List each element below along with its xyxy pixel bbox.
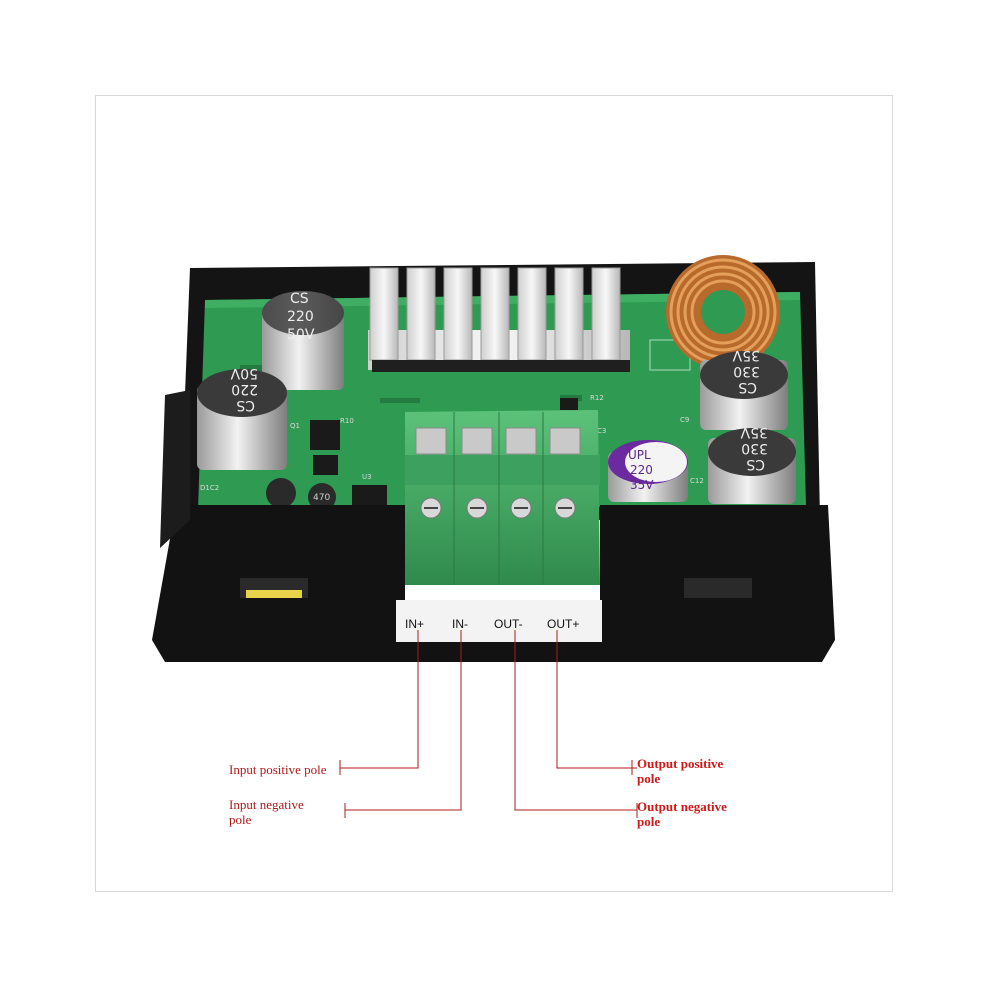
capacitor-cs-330-35v-upper: CS 330 35V [700,347,788,430]
toroid-inductor [666,255,780,369]
heat-sink [368,267,630,372]
ic-chip [560,398,578,410]
svg-text:330: 330 [733,363,760,379]
svg-text:35V: 35V [630,478,654,492]
svg-text:50V: 50V [287,327,315,343]
capacitor-cs-330-35v-lower: CS 330 35V [708,424,796,504]
svg-text:UPL: UPL [628,448,651,462]
svg-text:220: 220 [231,381,258,397]
capacitor-cs-220-50v-left: CS 220 50V [197,365,287,470]
svg-text:CS: CS [746,456,765,472]
terminal-label-in-plus: IN+ [405,617,425,631]
svg-text:R10: R10 [340,417,354,425]
case-clip-right [684,578,752,598]
svg-text:U3: U3 [362,473,372,481]
terminal-label-in-minus: IN- [452,617,468,631]
terminal-label-out-minus: OUT- [494,617,523,631]
svg-text:R12: R12 [590,394,604,402]
svg-text:330: 330 [741,440,768,456]
terminal-label-strip [396,600,602,642]
terminal-label-out-plus: OUT+ [547,617,580,631]
svg-text:220: 220 [287,309,314,325]
screw-terminal-block [405,410,600,585]
svg-text:CS: CS [236,397,255,413]
svg-text:D1C2: D1C2 [200,484,219,492]
inductor-marking: 470 [313,493,330,503]
svg-text:Q1: Q1 [290,422,300,430]
svg-text:CS: CS [290,291,309,307]
ic-chip [313,455,338,475]
image-frame [95,95,893,892]
case-front [152,505,835,662]
svg-text:35V: 35V [740,424,768,440]
svg-text:50V: 50V [230,365,258,381]
svg-text:C9: C9 [680,416,689,424]
svg-text:220: 220 [630,463,653,477]
svg-text:35V: 35V [732,347,760,363]
ic-chip [352,485,387,507]
svg-text:C12: C12 [690,477,704,485]
svg-text:CS: CS [738,379,757,395]
smd-inductor [308,483,336,511]
label-input-positive-pole: Input positive pole [229,762,327,777]
svg-text:C3: C3 [597,427,606,435]
label-output-negative-pole: Output negative pole [637,799,727,829]
smd-inductor [266,478,296,508]
ic-chip [310,420,340,450]
capacitor-upl-220-35v: UPL 220 35V [608,440,688,502]
label-input-negative-pole: Input negative pole [229,797,304,827]
label-output-positive-pole: Output positive pole [637,756,724,786]
callout-lines [340,630,637,811]
capacitor-cs-220-50v-top: CS 220 50V [262,291,344,390]
